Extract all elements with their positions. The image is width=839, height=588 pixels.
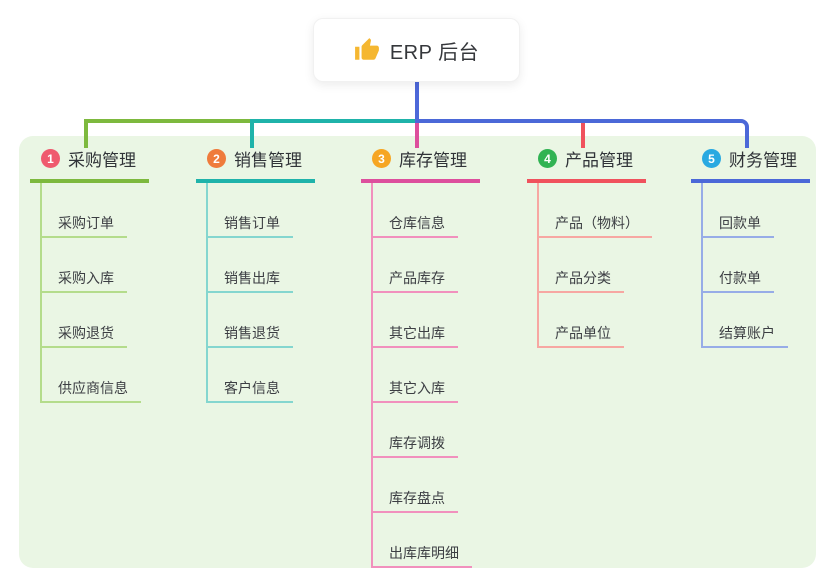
branch-number-badge: 5 <box>702 149 721 168</box>
mindmap-item[interactable]: 产品（物料） <box>539 183 652 238</box>
mindmap-item[interactable]: 回款单 <box>703 183 774 238</box>
branch-inventory-items: 仓库信息产品库存其它出库其它入库库存调拨库存盘点出库库明细 <box>371 183 472 568</box>
mindmap-item[interactable]: 客户信息 <box>208 348 293 403</box>
mindmap-item[interactable]: 出库库明细 <box>373 513 472 568</box>
root-title: ERP 后台 <box>389 41 480 64</box>
mindmap-item[interactable]: 产品分类 <box>539 238 624 293</box>
mindmap-item[interactable]: 其它出库 <box>373 293 458 348</box>
branch-purchase-header[interactable]: 1 采购管理 <box>30 142 149 183</box>
branch-finance: 5 财务管理回款单付款单结算账户 <box>691 142 810 348</box>
connector-horizontal-purchase <box>84 119 256 123</box>
mindmap-item[interactable]: 其它入库 <box>373 348 458 403</box>
connector-horizontal-sales <box>250 119 419 123</box>
branch-inventory: 3 库存管理仓库信息产品库存其它出库其它入库库存调拨库存盘点出库库明细 <box>361 142 480 568</box>
mindmap-item[interactable]: 结算账户 <box>703 293 788 348</box>
branch-number-badge: 2 <box>207 149 226 168</box>
root-node[interactable]: ERP 后台 <box>313 18 520 82</box>
branch-product-items: 产品（物料）产品分类产品单位 <box>537 183 652 348</box>
branch-number-badge: 4 <box>538 149 557 168</box>
branch-sales: 2 销售管理销售订单销售出库销售退货客户信息 <box>196 142 315 403</box>
connector-drop-sales <box>250 119 254 148</box>
connector-root-drop <box>415 82 419 123</box>
thumbs-up-icon <box>354 37 380 63</box>
branch-purchase-items: 采购订单采购入库采购退货供应商信息 <box>40 183 141 403</box>
connector-drop-product <box>581 123 585 148</box>
connector-horizontal-finance <box>415 119 749 148</box>
branch-finance-items: 回款单付款单结算账户 <box>701 183 788 348</box>
mindmap-item[interactable]: 产品单位 <box>539 293 624 348</box>
branches-panel <box>19 136 816 568</box>
branch-product: 4 产品管理产品（物料）产品分类产品单位 <box>527 142 652 348</box>
mindmap-item[interactable]: 销售出库 <box>208 238 293 293</box>
branch-label: 财务管理 <box>729 151 797 170</box>
mindmap-item[interactable]: 采购退货 <box>42 293 127 348</box>
branch-number-badge: 1 <box>41 149 60 168</box>
branch-purchase: 1 采购管理采购订单采购入库采购退货供应商信息 <box>30 142 149 403</box>
mindmap-item[interactable]: 产品库存 <box>373 238 458 293</box>
branch-label: 采购管理 <box>68 151 136 170</box>
mindmap-item[interactable]: 仓库信息 <box>373 183 458 238</box>
mindmap-item[interactable]: 采购订单 <box>42 183 127 238</box>
connector-drop-inventory <box>415 123 419 148</box>
mindmap-item[interactable]: 销售订单 <box>208 183 293 238</box>
mindmap-item[interactable]: 供应商信息 <box>42 348 141 403</box>
branch-finance-header[interactable]: 5 财务管理 <box>691 142 810 183</box>
branch-inventory-header[interactable]: 3 库存管理 <box>361 142 480 183</box>
branch-product-header[interactable]: 4 产品管理 <box>527 142 646 183</box>
branch-label: 产品管理 <box>565 151 633 170</box>
branch-number-badge: 3 <box>372 149 391 168</box>
mindmap-item[interactable]: 采购入库 <box>42 238 127 293</box>
mindmap-item[interactable]: 库存调拨 <box>373 403 458 458</box>
mindmap-item[interactable]: 付款单 <box>703 238 774 293</box>
branch-label: 销售管理 <box>234 151 302 170</box>
branch-label: 库存管理 <box>399 151 467 170</box>
branch-sales-header[interactable]: 2 销售管理 <box>196 142 315 183</box>
branch-sales-items: 销售订单销售出库销售退货客户信息 <box>206 183 293 403</box>
connector-drop-purchase <box>84 119 88 148</box>
mindmap-item[interactable]: 销售退货 <box>208 293 293 348</box>
mindmap-item[interactable]: 库存盘点 <box>373 458 458 513</box>
